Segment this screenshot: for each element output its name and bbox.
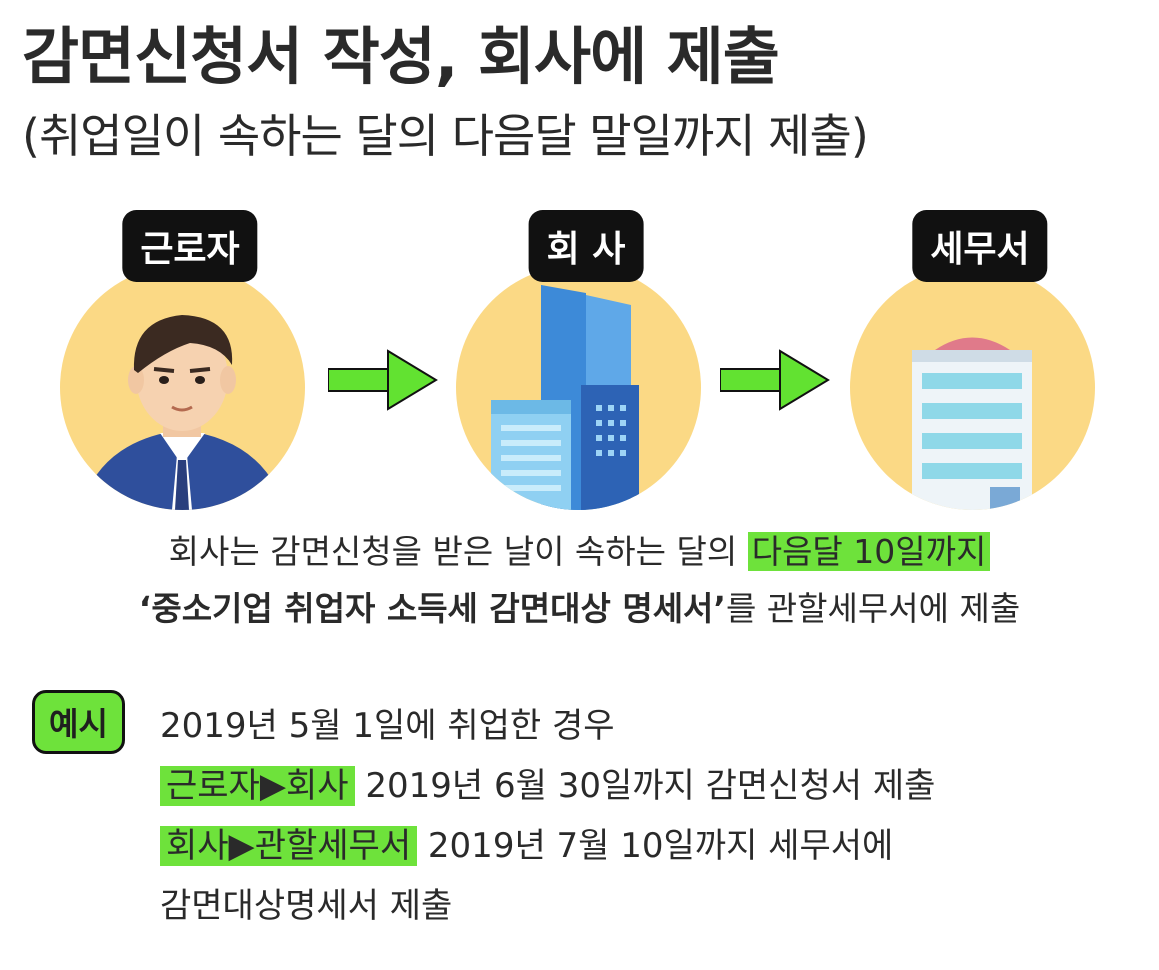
arrow-company-to-taxoffice <box>720 345 830 415</box>
step-circle-worker <box>60 265 305 510</box>
description-document-name: ‘중소기업 취업자 소득세 감면대상 명세서’ <box>139 589 726 628</box>
example-row-3: 감면대상명세서 제출 <box>160 878 452 927</box>
office-building-icon <box>456 265 701 510</box>
step-tax-office: 세무서 <box>850 210 1110 510</box>
page-subtitle: (취업일이 속하는 달의 다음달 말일까지 제출) <box>22 100 868 166</box>
example-row-2-highlight: 회사▶관할세무서 <box>160 826 417 866</box>
step-company: 회 사 <box>456 210 716 510</box>
worker-icon <box>60 265 305 510</box>
description-highlight: 다음달 10일까지 <box>748 532 991 571</box>
description-line-1-text: 회사는 감면신청을 받은 날이 속하는 달의 <box>169 532 748 571</box>
description-line-2-text: 를 관할세무서에 제출 <box>726 589 1020 628</box>
step-label-company: 회 사 <box>529 210 644 282</box>
description-line-2: ‘중소기업 취업자 소득세 감면대상 명세서’를 관할세무서에 제출 <box>0 582 1159 630</box>
example-row-2: 회사▶관할세무서 2019년 7월 10일까지 세무서에 <box>160 818 893 867</box>
example-row-1: 근로자▶회사 2019년 6월 30일까지 감면신청서 제출 <box>160 758 935 807</box>
description-line-1: 회사는 감면신청을 받은 날이 속하는 달의 다음달 10일까지 <box>0 525 1159 573</box>
example-intro: 2019년 5월 1일에 취업한 경우 <box>160 698 615 747</box>
step-circle-tax-office <box>850 265 1095 510</box>
step-circle-company <box>456 265 701 510</box>
arrow-worker-to-company <box>328 345 438 415</box>
example-badge: 예시 <box>32 690 125 754</box>
step-label-tax-office: 세무서 <box>912 210 1047 282</box>
step-worker: 근로자 <box>60 210 320 510</box>
example-row-1-text: 2019년 6월 30일까지 감면신청서 제출 <box>355 766 936 806</box>
example-row-2-text: 2019년 7월 10일까지 세무서에 <box>417 826 893 866</box>
tax-office-building-icon <box>850 265 1095 510</box>
page-title: 감면신청서 작성, 회사에 제출 <box>22 6 779 96</box>
example-row-1-highlight: 근로자▶회사 <box>160 766 355 806</box>
step-label-worker: 근로자 <box>122 210 257 282</box>
